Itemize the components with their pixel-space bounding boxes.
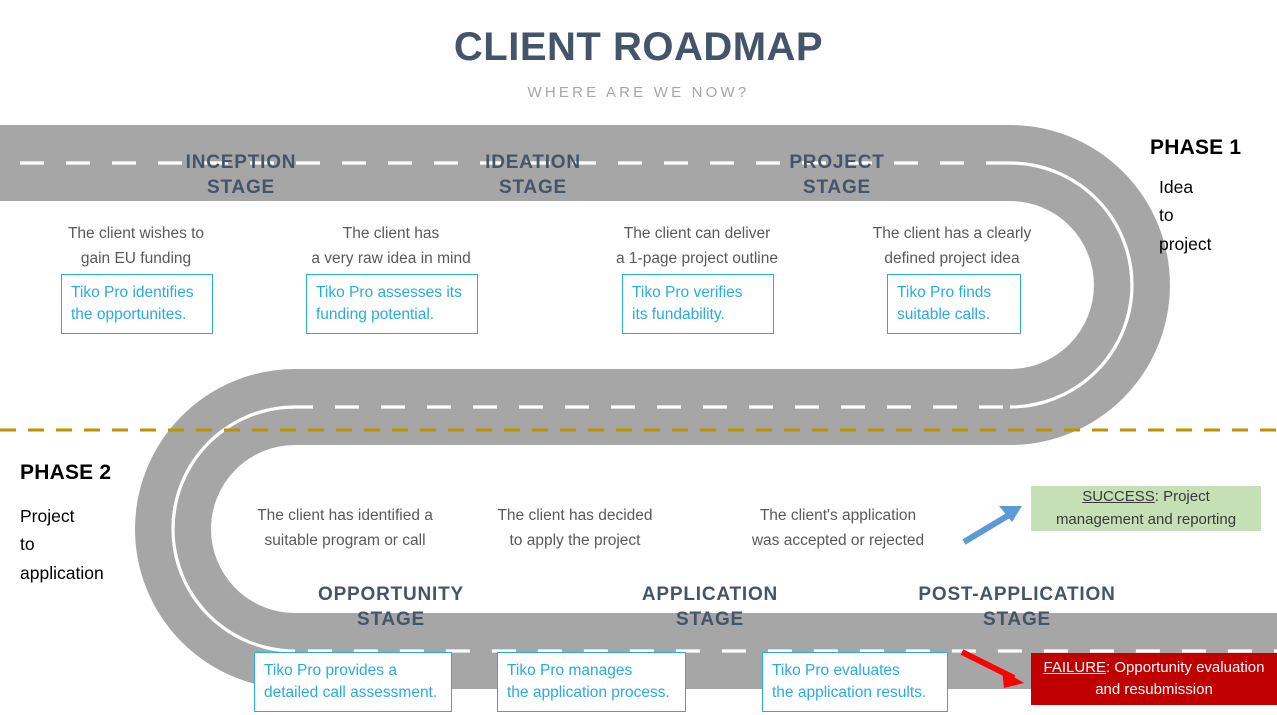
stage-label-project: PROJECT STAGE xyxy=(789,152,885,199)
condition-project: The client can deliver a 1-page project … xyxy=(615,225,778,268)
condition-post-application: The client's application was accepted or… xyxy=(751,507,925,550)
tiko-box-ideation: Tiko Pro assesses its funding potential. xyxy=(306,274,478,335)
page-subtitle: WHERE ARE WE NOW? xyxy=(527,84,750,101)
success-text: SUCCESS: Project management and reportin… xyxy=(1041,486,1251,531)
page-title: CLIENT ROADMAP xyxy=(453,25,824,69)
road-curve-line-right xyxy=(1009,161,1134,409)
stage-label-post-application: POST-APPLICATION STAGE xyxy=(918,584,1116,631)
failure-box: FAILURE: Opportunity evaluation and resu… xyxy=(1031,653,1277,705)
failure-text: FAILURE: Opportunity evaluation and resu… xyxy=(1041,657,1267,702)
tiko-box-inception: Tiko Pro identifies the opportunites. xyxy=(61,274,213,335)
condition-calls: The client has a clearly defined project… xyxy=(872,225,1032,268)
success-keyword: SUCCESS xyxy=(1082,488,1155,505)
stage-label-ideation: IDEATION STAGE xyxy=(485,152,581,199)
tiko-box-calls: Tiko Pro finds suitable calls. xyxy=(887,274,1021,335)
tiko-box-application: Tiko Pro manages the application process… xyxy=(497,652,686,713)
phase1-title: PHASE 1 xyxy=(1150,136,1242,159)
tiko-box-project: Tiko Pro verifies its fundability. xyxy=(622,274,774,335)
condition-application: The client has decided to apply the proj… xyxy=(497,507,653,550)
tiko-box-post-application: Tiko Pro evaluates the application resul… xyxy=(762,652,948,713)
phase1-subtitle: Idea to project xyxy=(1159,177,1212,254)
phase2-title: PHASE 2 xyxy=(20,461,112,484)
phase2-subtitle: Project to application xyxy=(20,506,104,583)
success-box: SUCCESS: Project management and reportin… xyxy=(1031,486,1261,531)
arrow-down-right-icon xyxy=(960,649,1024,688)
road-curve-line-left xyxy=(171,405,296,653)
arrow-up-right-icon xyxy=(962,506,1022,545)
success-rest: : Project management and reporting xyxy=(1055,488,1237,528)
stage-label-opportunity: OPPORTUNITY STAGE xyxy=(317,584,465,631)
failure-rest: : Opportunity evaluation and resubmissio… xyxy=(1095,658,1265,699)
condition-inception: The client wishes to gain EU funding xyxy=(67,225,205,268)
failure-keyword: FAILURE xyxy=(1043,658,1107,676)
tiko-box-opportunity: Tiko Pro provides a detailed call assess… xyxy=(254,652,452,713)
stage-label-application: APPLICATION STAGE xyxy=(641,584,779,631)
condition-ideation: The client has a very raw idea in mind xyxy=(311,225,471,268)
condition-opportunity: The client has identified a suitable pro… xyxy=(257,507,433,550)
stage-label-inception: INCEPTION STAGE xyxy=(185,152,297,199)
